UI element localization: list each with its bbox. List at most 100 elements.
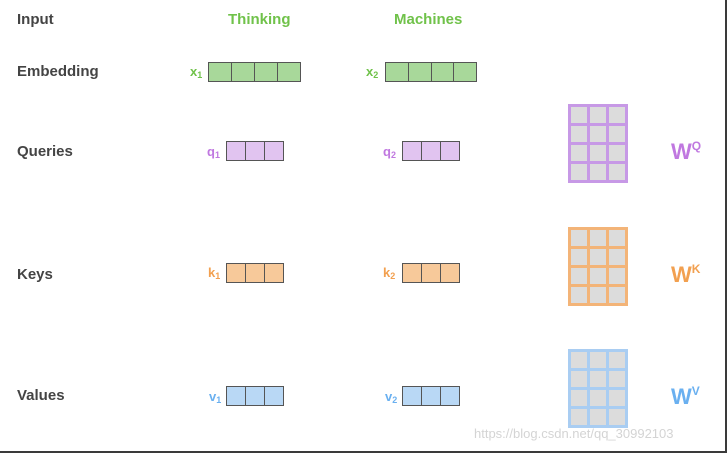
vector-label-base: x	[366, 64, 374, 79]
weight-label-base: W	[671, 384, 692, 409]
vector-cell	[403, 264, 421, 282]
matrix-cell	[590, 164, 606, 180]
query-label-q1: q1	[207, 144, 220, 160]
vector-label-subscript: 1	[197, 70, 203, 80]
vector-label-subscript: 1	[216, 395, 222, 405]
matrix-cell	[609, 409, 625, 425]
vector-cell	[440, 264, 459, 282]
matrix-cell	[571, 164, 587, 180]
weight-label-superscript: V	[691, 384, 700, 398]
vector-cell	[254, 63, 277, 81]
matrix-cell	[609, 390, 625, 406]
row-label-input: Input	[17, 11, 54, 28]
matrix-cell	[590, 145, 606, 161]
matrix-cell	[571, 409, 587, 425]
vector-cell	[403, 387, 421, 405]
embedding-label-x1: x1	[190, 64, 202, 80]
weight-matrix-wk	[568, 227, 628, 306]
vector-cell	[227, 387, 245, 405]
input-word-thinking: Thinking	[228, 11, 291, 28]
weight-label-base: W	[671, 262, 692, 287]
vector-cell	[245, 142, 264, 160]
matrix-cell	[571, 230, 587, 246]
matrix-cell	[590, 409, 606, 425]
row-label-keys: Keys	[17, 266, 53, 283]
matrix-cell	[571, 268, 587, 284]
vector-cell	[440, 387, 459, 405]
matrix-cell	[609, 249, 625, 265]
vector-cell	[264, 264, 283, 282]
embedding-vector-x1	[208, 62, 301, 82]
vector-label-subscript: 2	[390, 150, 396, 160]
vector-label-base: q	[207, 144, 215, 159]
vector-label-subscript: 1	[215, 271, 221, 281]
matrix-cell	[609, 126, 625, 142]
matrix-cell	[590, 352, 606, 368]
weight-label-superscript: K	[691, 262, 701, 276]
vector-label-subscript: 2	[392, 395, 398, 405]
matrix-cell	[609, 371, 625, 387]
vector-cell	[430, 63, 454, 81]
matrix-cell	[590, 287, 606, 303]
vector-label-base: v	[209, 389, 217, 404]
vector-label-base: x	[190, 64, 198, 79]
vector-cell	[231, 63, 254, 81]
vector-cell	[407, 63, 431, 81]
matrix-cell	[609, 352, 625, 368]
row-label-queries: Queries	[17, 143, 73, 160]
key-label-k1: k1	[208, 265, 220, 281]
matrix-cell	[609, 107, 625, 123]
vector-cell	[227, 264, 245, 282]
weight-label-superscript: Q	[691, 139, 702, 153]
matrix-cell	[590, 126, 606, 142]
vector-label-subscript: 2	[373, 70, 379, 80]
matrix-cell	[609, 230, 625, 246]
weight-label-wq: WQ	[671, 139, 701, 165]
vector-cell	[440, 142, 459, 160]
vector-label-subscript: 1	[214, 150, 220, 160]
matrix-cell	[590, 371, 606, 387]
key-label-k2: k2	[383, 265, 395, 281]
vector-label-base: v	[385, 389, 393, 404]
matrix-cell	[590, 107, 606, 123]
matrix-cell	[571, 107, 587, 123]
frame-right-border	[725, 0, 727, 453]
vector-label-subscript: 2	[390, 271, 396, 281]
matrix-cell	[609, 145, 625, 161]
matrix-cell	[590, 268, 606, 284]
value-vector-v1	[226, 386, 284, 406]
matrix-cell	[609, 287, 625, 303]
vector-cell	[264, 387, 283, 405]
weight-label-base: W	[671, 139, 692, 164]
vector-cell	[421, 387, 440, 405]
vector-cell	[227, 142, 245, 160]
weight-label-wv: WV	[671, 384, 700, 410]
matrix-cell	[590, 230, 606, 246]
matrix-cell	[590, 249, 606, 265]
vector-label-base: q	[383, 144, 391, 159]
embedding-vector-x2	[385, 62, 477, 82]
vector-cell	[245, 264, 264, 282]
query-vector-q1	[226, 141, 284, 161]
value-label-v2: v2	[385, 389, 397, 405]
vector-cell	[403, 142, 421, 160]
matrix-cell	[571, 145, 587, 161]
weight-matrix-wq	[568, 104, 628, 183]
matrix-cell	[571, 352, 587, 368]
matrix-cell	[609, 268, 625, 284]
matrix-cell	[609, 164, 625, 180]
row-label-values: Values	[17, 387, 65, 404]
input-word-machines: Machines	[394, 11, 463, 28]
embedding-label-x2: x2	[366, 64, 378, 80]
weight-label-wk: WK	[671, 262, 700, 288]
vector-cell	[209, 63, 231, 81]
frame-bottom-border	[0, 451, 727, 453]
query-vector-q2	[402, 141, 460, 161]
matrix-cell	[571, 371, 587, 387]
vector-cell	[386, 63, 408, 81]
watermark-text: https://blog.csdn.net/qq_30992103	[474, 426, 674, 441]
vector-label-base: k	[383, 265, 391, 280]
matrix-cell	[571, 126, 587, 142]
vector-cell	[453, 63, 476, 81]
value-label-v1: v1	[209, 389, 221, 405]
